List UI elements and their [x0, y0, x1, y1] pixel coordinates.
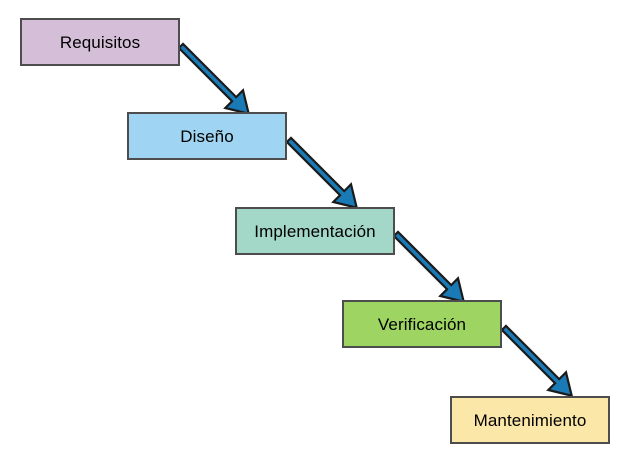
phase-label-diseno: Diseño [180, 126, 234, 146]
phase-box-diseno[interactable]: Diseño [127, 112, 287, 160]
phase-box-mantenimiento[interactable]: Mantenimiento [450, 396, 610, 444]
phase-label-requisitos: Requisitos [59, 32, 141, 52]
arrow-requisitos-to-diseno [177, 42, 251, 116]
phase-box-verificacion[interactable]: Verificación [342, 300, 502, 348]
arrow-diseno-to-implementacion [285, 136, 359, 210]
phase-label-implementacion: Implementación [254, 221, 376, 241]
phase-box-requisitos[interactable]: Requisitos [20, 18, 180, 66]
phase-label-verificacion: Verificación [377, 314, 467, 334]
arrow-verificacion-to-mantenimiento [500, 324, 574, 398]
arrow-implementacion-to-verificacion [392, 230, 466, 304]
phase-label-mantenimiento: Mantenimiento [473, 410, 587, 430]
phase-box-implementacion[interactable]: Implementación [235, 207, 395, 255]
